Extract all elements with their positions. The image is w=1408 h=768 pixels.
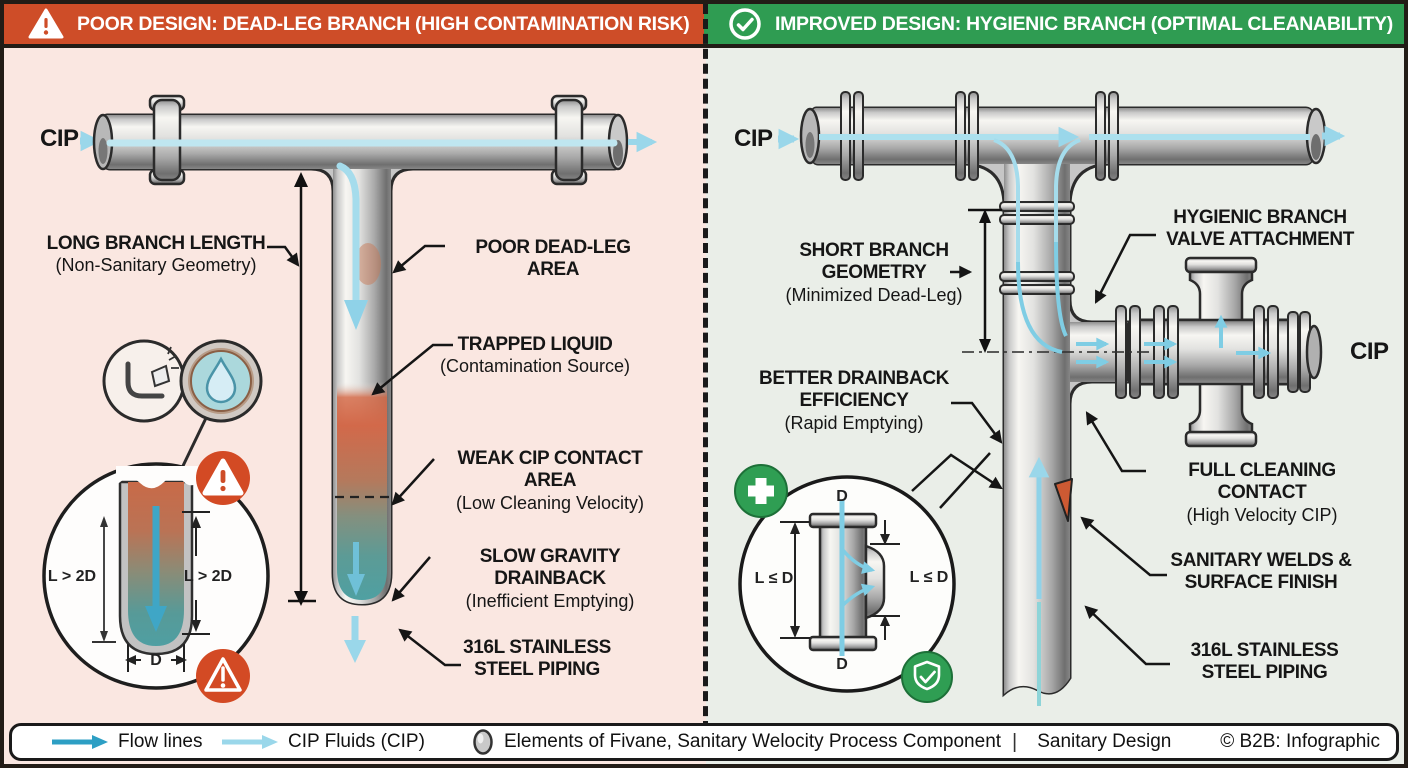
flow-line-arrow-icon <box>52 735 108 749</box>
dim-d-bottom-inset: D <box>836 656 848 673</box>
panel-divider <box>703 4 708 731</box>
branch-length-dimension <box>288 172 316 606</box>
callout-full-cleaning: FULL CLEANING CONTACT (High Velocity CIP… <box>1186 460 1338 525</box>
check-circle-icon <box>729 8 761 40</box>
deadleg-inset-detail <box>42 462 270 690</box>
callout-better-drainback: BETTER DRAINBACK EFFICIENCY (Rapid Empty… <box>759 368 949 433</box>
warning-badge-bottom <box>196 649 250 703</box>
legend-sanitary-design: | Sanitary Design <box>1012 730 1172 753</box>
callout-piping-left: 316L STAINLESS STEEL PIPING <box>463 637 611 681</box>
warning-badge-top <box>196 451 250 505</box>
legend-cip-fluids: CIP Fluids (CIP) <box>220 726 425 758</box>
dim-d-left-inset: D <box>150 652 162 669</box>
legend-copyright: © B2B: Infographic <box>1220 731 1380 752</box>
poor-design-title: POOR DESIGN: DEAD-LEG BRANCH (HIGH CONTA… <box>77 12 690 35</box>
plus-badge <box>734 464 788 518</box>
callout-dead-leg: POOR DEAD-LEG AREA <box>475 237 631 281</box>
leader-lines-left <box>267 244 461 667</box>
improved-design-title: IMPROVED DESIGN: HYGIENIC BRANCH (OPTIMA… <box>775 12 1393 35</box>
deadleg-detail-icons <box>102 339 263 471</box>
callout-slow-drainback: SLOW GRAVITY DRAINBACK (Inefficient Empt… <box>465 546 635 611</box>
hygienic-inset-detail <box>738 475 956 693</box>
callout-short-branch: SHORT BRANCH GEOMETRY (Minimized Dead-Le… <box>785 240 963 305</box>
callout-trapped-liquid: TRAPPED LIQUID (Contamination Source) <box>439 334 631 377</box>
poor-design-diagram <box>42 94 658 703</box>
shield-check-badge <box>901 651 953 703</box>
callout-piping-right: 316L STAINLESS STEEL PIPING <box>1190 640 1339 684</box>
cip-inlet-label-right: CIP <box>734 125 773 152</box>
callout-weak-cip: WEAK CIP CONTACT AREA (Low Cleaning Velo… <box>455 448 645 513</box>
cip-fluid-arrow-icon <box>222 735 278 749</box>
dim-l-gt-2d-right: L > 2D <box>183 568 233 585</box>
short-branch-dimension <box>950 208 1002 353</box>
leader-lines-right <box>911 233 1170 666</box>
dim-l-le-d-left: L ≤ D <box>754 570 794 587</box>
callout-long-branch: LONG BRANCH LENGTH (Non-Sanitary Geometr… <box>46 233 266 276</box>
cip-inlet-label-left: CIP <box>40 125 79 152</box>
callout-welds: SANITARY WELDS & SURFACE FINISH <box>1170 550 1352 594</box>
improved-design-header: IMPROVED DESIGN: HYGIENIC BRANCH (OPTIMA… <box>704 4 1404 48</box>
poor-design-header: POOR DESIGN: DEAD-LEG BRANCH (HIGH CONTA… <box>4 4 704 48</box>
component-ellipse-icon <box>473 729 493 755</box>
diagram-canvas <box>42 91 1346 706</box>
legend-bar: Flow lines CIP Fluids (CIP) Elements of … <box>9 723 1399 761</box>
dim-l-gt-2d-left: L > 2D <box>47 568 97 585</box>
dim-d-top-inset: D <box>836 488 848 505</box>
legend-elements: Elements of Fivane, Sanitary Welocity Pr… <box>472 726 1001 758</box>
legend-flow-lines: Flow lines <box>50 726 202 758</box>
cross-valve-fitting <box>1115 256 1323 448</box>
dim-l-le-d-right: L ≤ D <box>909 569 949 586</box>
cip-outlet-label-right: CIP <box>1350 338 1389 365</box>
improved-design-diagram <box>734 91 1346 706</box>
warning-triangle-icon <box>28 8 64 39</box>
callout-hygienic-valve: HYGIENIC BRANCH VALVE ATTACHMENT <box>1166 207 1354 251</box>
